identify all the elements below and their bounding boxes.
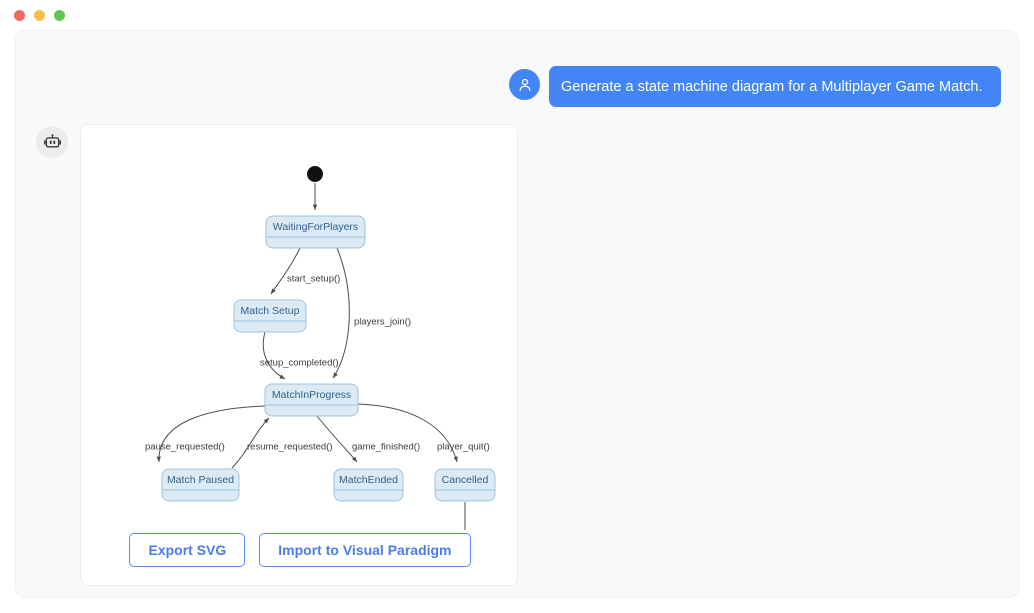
state-node-matchinprogress[interactable]: MatchInProgress	[264, 383, 359, 417]
initial-state-node	[307, 166, 323, 182]
edge-label-player-quit: player_quit()	[437, 442, 490, 453]
export-svg-button[interactable]: Export SVG	[129, 532, 246, 567]
edge-inprogress-to-paused	[156, 405, 266, 463]
user-avatar	[509, 69, 540, 100]
state-label: Match Setup	[241, 305, 300, 317]
state-machine-diagram: WaitingForPlayers Match Setup MatchInPro…	[81, 125, 517, 561]
edge-label-resume-requested: resume_requested()	[247, 442, 333, 453]
minimize-button[interactable]	[34, 10, 45, 21]
state-label: MatchEnded	[339, 474, 398, 486]
state-label: Cancelled	[442, 474, 489, 486]
import-to-visual-paradigm-button[interactable]: Import to Visual Paradigm	[259, 532, 471, 567]
state-node-matchsetup[interactable]: Match Setup	[233, 299, 307, 333]
traffic-light-group	[14, 10, 65, 21]
edge-label-pause-requested: pause_requested()	[145, 442, 225, 453]
card-action-bar: Export SVG Import to Visual Paradigm	[81, 532, 517, 567]
state-node-waitingforplayers[interactable]: WaitingForPlayers	[265, 215, 366, 249]
edge-waiting-to-inprogress	[332, 247, 350, 379]
robot-icon	[43, 133, 61, 147]
edge-inprogress-to-cancelled	[357, 403, 458, 463]
person-icon	[519, 78, 530, 91]
diagram-result-card: WaitingForPlayers Match Setup MatchInPro…	[80, 124, 518, 586]
state-node-cancelled[interactable]: Cancelled	[434, 468, 496, 502]
chat-surface: Generate a state machine diagram for a M…	[15, 30, 1019, 598]
edge-label-players-join: players_join()	[354, 317, 411, 328]
edge-label-start-setup: start_setup()	[287, 274, 340, 285]
maximize-button[interactable]	[54, 10, 65, 21]
close-button[interactable]	[14, 10, 25, 21]
user-message-row: Generate a state machine diagram for a M…	[16, 51, 1018, 111]
edge-waiting-to-setup	[270, 247, 301, 295]
state-label: WaitingForPlayers	[273, 221, 358, 233]
bot-avatar	[36, 126, 68, 158]
user-message-bubble: Generate a state machine diagram for a M…	[549, 66, 1001, 107]
state-node-matchpaused[interactable]: Match Paused	[161, 468, 240, 502]
state-label: Match Paused	[167, 474, 234, 486]
edge-inprogress-to-ended	[316, 415, 358, 463]
state-label: MatchInProgress	[272, 389, 351, 401]
edge-label-setup-completed: setup_completed()	[260, 358, 339, 369]
edge-label-game-finished: game_finished()	[352, 442, 420, 453]
state-node-matchended[interactable]: MatchEnded	[333, 468, 404, 502]
edge-label-group: start_setup() players_join() setup_compl…	[145, 274, 490, 453]
edge-paused-to-inprogress	[231, 417, 270, 469]
window-titlebar	[0, 0, 1034, 30]
edge-setup-to-inprogress	[262, 331, 286, 380]
